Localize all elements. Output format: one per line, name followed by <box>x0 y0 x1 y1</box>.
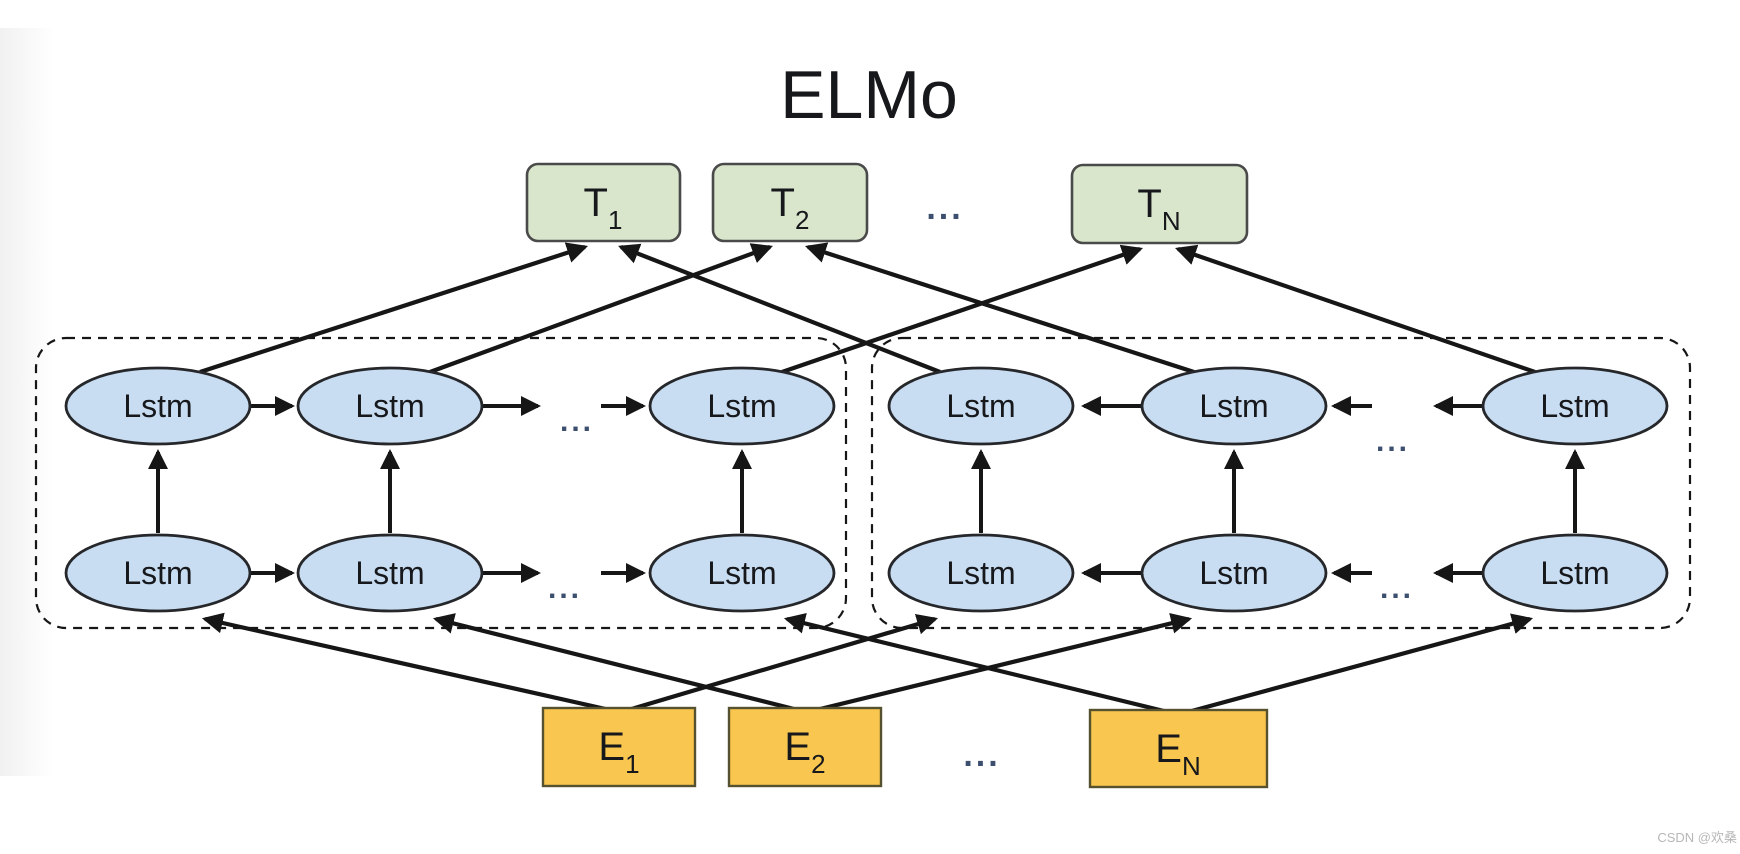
arrow-forward3-to-tn <box>781 244 1143 374</box>
layer-stack-arrows <box>148 449 1585 533</box>
e2-label: E2 <box>784 725 825 779</box>
lstm-node-forward-bottom-3: Lstm <box>648 533 836 613</box>
backward-top-ellipsis: ... <box>1376 425 1410 458</box>
t2-box <box>711 162 869 243</box>
lstm-node-forward-bottom-2: Lstm <box>296 533 484 613</box>
embedding-ellipsis: ... <box>963 736 1000 774</box>
watermark: CSDN @欢桑 <box>1657 830 1737 845</box>
lstm-ellipse <box>1140 533 1328 613</box>
lstm-ellipse <box>887 533 1075 613</box>
backward-sequence-arrows <box>1081 396 1483 583</box>
lstm-node-backward-top-2: Lstm <box>1140 366 1328 446</box>
en-label: EN <box>1155 727 1200 781</box>
embedding-box-e2: E2 <box>727 706 883 788</box>
embedding-to-lstm-arrows <box>201 612 1534 715</box>
t2-label: T2 <box>771 181 810 235</box>
lstm-to-output-arrows <box>199 242 1536 374</box>
lstm-label: Lstm <box>123 388 192 424</box>
lstm-ellipse <box>296 366 484 446</box>
backward-lstm-block <box>870 336 1692 630</box>
lstm-label: Lstm <box>946 388 1015 424</box>
lstm-ellipse <box>1140 366 1328 446</box>
lstm-node-backward-top-3: Lstm <box>1481 366 1669 446</box>
arrow-en-to-forward3 <box>783 613 1169 715</box>
output-box-tn: TN <box>1070 163 1249 245</box>
forward-bottom-ellipsis: ... <box>548 572 582 605</box>
embedding-box-e1: E1 <box>541 706 697 788</box>
backward-lstm-dashed-border <box>870 336 1692 630</box>
arrow-e1-to-forward1 <box>201 612 611 713</box>
lstm-ellipse <box>648 533 836 613</box>
arrow-en-to-backward3 <box>1187 613 1534 715</box>
lstm-label: Lstm <box>355 388 424 424</box>
backward-bottom-ellipsis: ... <box>1380 572 1414 605</box>
arrow-e2-to-backward2 <box>815 613 1193 713</box>
lstm-label: Lstm <box>1199 388 1268 424</box>
lstm-ellipse <box>64 533 252 613</box>
lstm-label: Lstm <box>1540 555 1609 591</box>
lstm-ellipse <box>1481 366 1669 446</box>
lstm-node-backward-top-1: Lstm <box>887 366 1075 446</box>
arrow-e1-to-backward1 <box>627 614 939 713</box>
embedding-layer: E1 E2 ... EN <box>541 706 1269 789</box>
lstm-ellipse <box>64 366 252 446</box>
arrow-backward3-to-tn <box>1175 244 1536 374</box>
lstm-label: Lstm <box>1540 388 1609 424</box>
tn-box <box>1070 163 1249 245</box>
arrow-e2-to-forward2 <box>432 613 799 713</box>
left-edge-shade <box>0 28 54 776</box>
e2-box <box>727 706 883 788</box>
lstm-ellipse <box>648 366 836 446</box>
en-box <box>1088 708 1269 789</box>
arrow-backward1-to-t1 <box>618 243 941 374</box>
lstm-node-backward-bottom-1: Lstm <box>887 533 1075 613</box>
forward-sequence-arrows <box>250 396 646 583</box>
forward-lstm-dashed-border <box>34 336 848 630</box>
output-box-t2: T2 <box>711 162 869 243</box>
lstm-node-forward-bottom-1: Lstm <box>64 533 252 613</box>
arrow-backward2-to-t2 <box>805 242 1195 374</box>
output-box-t1: T1 <box>525 162 682 243</box>
embedding-box-en: EN <box>1088 708 1269 789</box>
forward-top-ellipsis: ... <box>560 405 594 438</box>
lstm-node-backward-bottom-2: Lstm <box>1140 533 1328 613</box>
t1-box <box>525 162 682 243</box>
output-ellipsis: ... <box>926 189 963 227</box>
lstm-label: Lstm <box>1199 555 1268 591</box>
e1-box <box>541 706 697 788</box>
lstm-node-backward-bottom-3: Lstm <box>1481 533 1669 613</box>
diagram-title: ELMo <box>780 57 958 133</box>
lstm-label: Lstm <box>123 555 192 591</box>
lstm-node-forward-top-2: Lstm <box>296 366 484 446</box>
forward-lstm-block <box>34 336 848 630</box>
lstm-node-forward-top-3: Lstm <box>648 366 836 446</box>
forward-lstm-nodes: Lstm Lstm ... Lstm Lstm Lstm ... Lstm <box>64 366 836 613</box>
t1-label: T1 <box>584 181 623 235</box>
backward-lstm-nodes: Lstm Lstm ... Lstm Lstm Lstm ... Lstm <box>887 366 1669 613</box>
tn-label: TN <box>1137 182 1180 236</box>
e1-label: E1 <box>598 725 639 779</box>
lstm-label: Lstm <box>355 555 424 591</box>
lstm-label: Lstm <box>707 388 776 424</box>
lstm-ellipse <box>296 533 484 613</box>
arrow-forward2-to-t2 <box>429 243 773 374</box>
lstm-ellipse <box>1481 533 1669 613</box>
lstm-label: Lstm <box>707 555 776 591</box>
lstm-ellipse <box>887 366 1075 446</box>
lstm-node-forward-top-1: Lstm <box>64 366 252 446</box>
lstm-label: Lstm <box>946 555 1015 591</box>
output-layer: T1 T2 ... TN <box>525 162 1249 245</box>
arrow-forward1-to-t1 <box>199 242 588 374</box>
